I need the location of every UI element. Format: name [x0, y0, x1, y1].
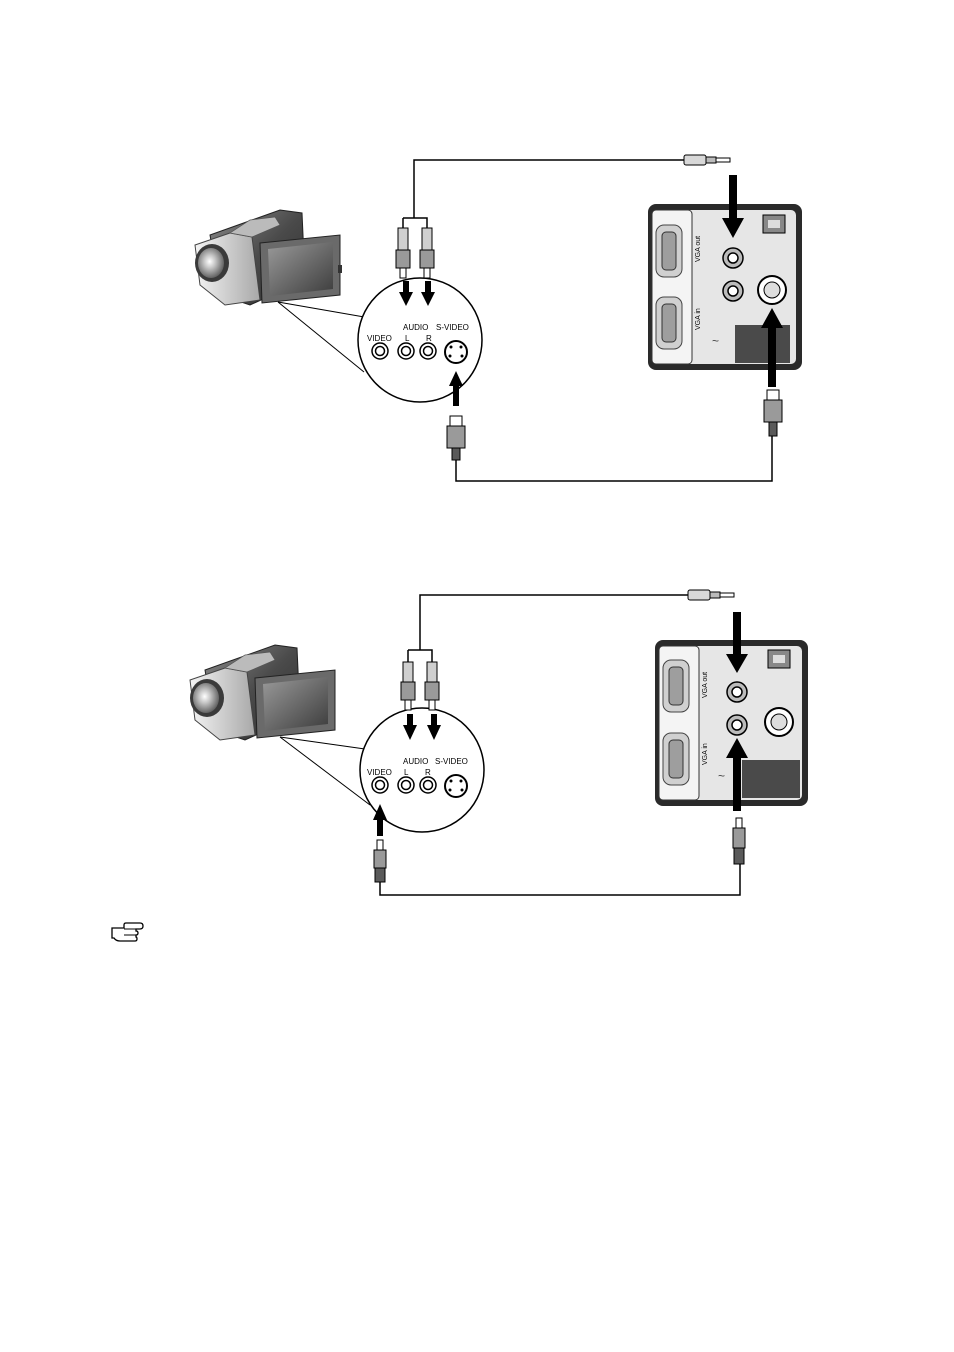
- vga-out-label: VGA out: [702, 672, 709, 698]
- svg-text:~: ~: [712, 334, 719, 348]
- video-in-jack: [722, 280, 744, 302]
- audio-mini-plug: [687, 589, 735, 601]
- svideo-jack: [444, 340, 468, 364]
- vga-in-label: VGA in: [695, 308, 702, 330]
- svideo-label: S-VIDEO: [435, 757, 468, 766]
- vga-out-label: VGA out: [695, 236, 702, 262]
- audio-arrow-projector: [722, 175, 744, 238]
- audio-in-jack: [726, 681, 748, 703]
- audio-arrow-projector: [726, 612, 748, 673]
- svideo-jack: [444, 774, 468, 798]
- svideo-label: S-VIDEO: [436, 323, 469, 332]
- svideo-arrow-camera: [449, 371, 463, 406]
- projector-panel: VGA out VGA in ~: [648, 204, 802, 370]
- svg-text:~: ~: [718, 769, 725, 783]
- vga-in-label: VGA in: [702, 743, 709, 765]
- video-label: VIDEO: [367, 334, 392, 343]
- audio-arrows: [403, 714, 441, 740]
- video-jack: [371, 342, 389, 360]
- rca-plug-video-camera: [373, 839, 387, 883]
- video-connection-diagram: AUDIO S-VIDEO VIDEO L R: [189, 589, 808, 896]
- video-arrow-projector: [726, 738, 748, 811]
- video-cable: [379, 864, 741, 896]
- right-label: R: [425, 768, 431, 777]
- svideo-plug-projector: [763, 389, 783, 437]
- svideo-in-jack: [757, 275, 787, 305]
- rca-plug-left: [395, 227, 411, 279]
- svideo-cable: [455, 436, 773, 482]
- svideo-arrow-projector: [761, 308, 783, 387]
- right-label: R: [426, 334, 432, 343]
- svideo-in-jack: [764, 707, 794, 737]
- left-label: L: [404, 768, 409, 777]
- svideo-plug-camera: [446, 415, 466, 461]
- audio-mini-plug: [683, 154, 731, 166]
- camcorder-icon: [189, 644, 336, 741]
- video-in-jack: [726, 714, 748, 736]
- rca-plug-right: [419, 227, 435, 279]
- rca-plug-right: [424, 661, 440, 711]
- left-label: L: [405, 334, 410, 343]
- projector-panel: VGA out VGA in ~: [655, 640, 808, 806]
- video-arrow-camera: [373, 804, 387, 836]
- audio-right-jack: [419, 776, 437, 794]
- svideo-connection-diagram: AUDIO S-VIDEO VIDEO L R: [194, 154, 802, 482]
- power-socket: [735, 325, 790, 363]
- audio-arrows: [399, 281, 435, 306]
- rca-plug-video-projector: [732, 817, 746, 865]
- camcorder-icon: [194, 209, 342, 306]
- audio-label: AUDIO: [403, 323, 428, 332]
- rca-plug-left: [400, 661, 416, 711]
- video-jack: [371, 776, 389, 794]
- audio-left-jack: [397, 776, 415, 794]
- pointing-hand-icon: [111, 922, 144, 942]
- audio-cable: [400, 589, 735, 711]
- audio-right-jack: [419, 342, 437, 360]
- audio-cable: [395, 154, 731, 279]
- audio-left-jack: [397, 342, 415, 360]
- camcorder-jack-panel: AUDIO S-VIDEO VIDEO L R: [357, 277, 483, 403]
- camcorder-jack-panel: AUDIO S-VIDEO VIDEO L R: [359, 707, 485, 833]
- audio-label: AUDIO: [403, 757, 428, 766]
- audio-in-jack: [722, 247, 744, 269]
- video-label: VIDEO: [367, 768, 392, 777]
- power-socket: [742, 760, 800, 798]
